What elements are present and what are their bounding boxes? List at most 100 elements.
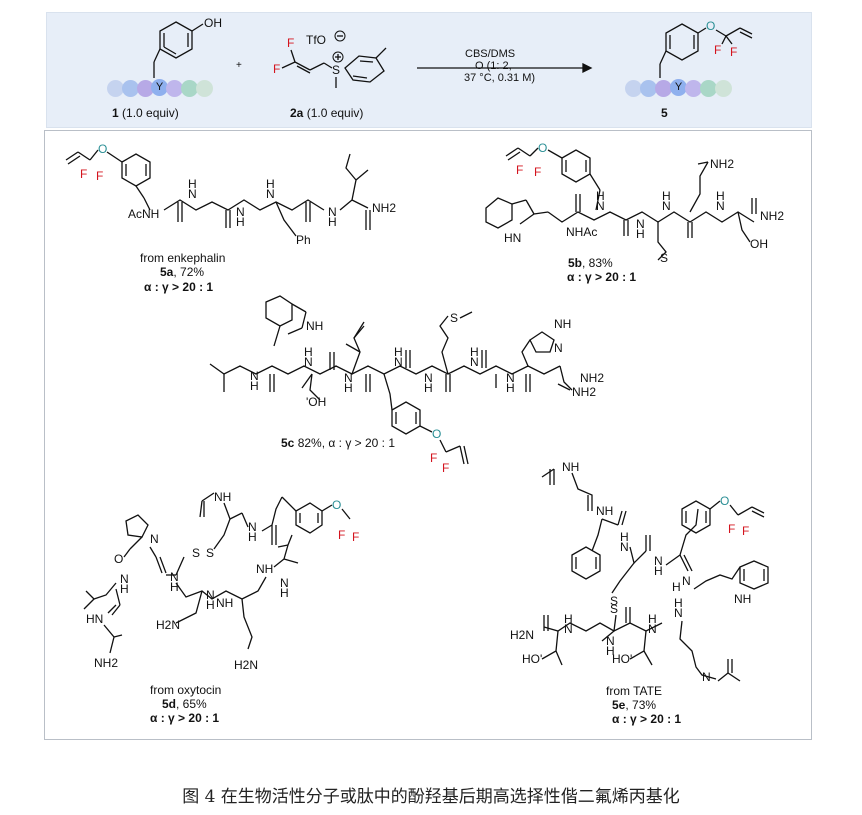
reactant-1-structure: OH xyxy=(153,16,222,78)
svg-text:H: H xyxy=(716,189,725,203)
compound-5a-source: from enkephalin xyxy=(140,251,226,265)
plus-sign: + xyxy=(236,60,242,71)
svg-text:H2N: H2N xyxy=(510,628,534,642)
svg-text:N: N xyxy=(648,622,657,636)
svg-text:O: O xyxy=(538,141,547,155)
svg-text:H: H xyxy=(188,177,197,191)
svg-text:N: N xyxy=(170,570,179,584)
svg-text:H: H xyxy=(248,530,257,544)
svg-text:HO': HO' xyxy=(612,652,632,666)
svg-text:H: H xyxy=(636,227,645,241)
svg-text:O: O xyxy=(114,552,123,566)
svg-text:H: H xyxy=(120,582,129,596)
svg-text:N: N xyxy=(266,187,275,201)
svg-text:F: F xyxy=(80,167,87,181)
svg-text:F: F xyxy=(273,62,280,76)
svg-text:F: F xyxy=(287,36,294,50)
svg-text:H: H xyxy=(170,580,179,594)
svg-text:N: N xyxy=(248,520,257,534)
svg-text:N: N xyxy=(636,217,645,231)
svg-text:NHAc: NHAc xyxy=(566,225,597,239)
svg-text:N: N xyxy=(424,371,433,385)
substrate-scope-panel xyxy=(44,130,812,740)
compound-5a-selectivity: α : γ > 20 : 1 xyxy=(144,280,214,294)
svg-text:S: S xyxy=(206,546,214,560)
svg-text:S: S xyxy=(450,311,458,325)
compound-5d-yield: 5d, 65% xyxy=(162,697,207,711)
svg-text:N: N xyxy=(236,205,245,219)
svg-text:N: N xyxy=(554,341,563,355)
reaction-scheme-panel xyxy=(46,12,812,128)
svg-text:N: N xyxy=(702,670,711,684)
conditions-line-1: CBS/DMS xyxy=(465,48,516,60)
svg-text:NH2: NH2 xyxy=(760,209,784,223)
compound-5e-yield: 5e, 73% xyxy=(612,698,657,712)
svg-text:F: F xyxy=(534,165,541,179)
svg-text:H: H xyxy=(470,345,479,359)
svg-text:AcNH: AcNH xyxy=(128,207,159,221)
svg-text:NH2: NH2 xyxy=(580,371,604,385)
svg-text:N: N xyxy=(120,572,129,586)
svg-text:NH2: NH2 xyxy=(710,157,734,171)
svg-text:H2N: H2N xyxy=(234,658,258,672)
svg-text:H: H xyxy=(236,215,245,229)
svg-text:N: N xyxy=(394,355,403,369)
svg-text:N: N xyxy=(280,576,289,590)
compound-5b-selectivity: α : γ > 20 : 1 xyxy=(567,270,637,284)
svg-text:NH: NH xyxy=(306,319,323,333)
reaction-arrow xyxy=(417,62,593,74)
svg-text:H: H xyxy=(266,177,275,191)
svg-text:N: N xyxy=(188,187,197,201)
svg-text:O: O xyxy=(98,142,107,156)
peptide-bead xyxy=(196,80,213,97)
svg-text:N: N xyxy=(344,371,353,385)
reactant-2-structure: TfO F F S xyxy=(273,30,387,88)
reactant-2-label: 2a (1.0 equiv) xyxy=(290,106,364,120)
svg-text:F: F xyxy=(714,43,721,57)
peptide-bead xyxy=(107,80,124,97)
svg-text:N: N xyxy=(662,199,671,213)
peptide-bead-y: Y xyxy=(151,79,168,96)
svg-text:N: N xyxy=(596,199,605,213)
peptide-bead xyxy=(166,80,183,97)
svg-text:H: H xyxy=(328,215,337,229)
svg-text:H: H xyxy=(648,612,657,626)
svg-text:F: F xyxy=(338,528,345,542)
peptide-bead xyxy=(640,80,657,97)
svg-text:TfO: TfO xyxy=(306,33,326,47)
conditions-line-2: O (1: 2, xyxy=(475,60,512,72)
compound-5d-source: from oxytocin xyxy=(150,683,222,697)
svg-text:N: N xyxy=(606,634,615,648)
svg-text:F: F xyxy=(516,163,523,177)
svg-text:N: N xyxy=(328,205,337,219)
compound-5a-structure: O F F AcNH NH NH NH NH Ph NH2 xyxy=(65,142,396,247)
figure-caption: 图 4 在生物活性分子或肽中的酚羟基后期高选择性偕二氟烯丙基化 xyxy=(182,787,680,807)
svg-text:H: H xyxy=(620,530,629,544)
svg-text:S: S xyxy=(660,251,668,265)
svg-text:NH: NH xyxy=(596,504,613,518)
svg-text:HO': HO' xyxy=(522,652,542,666)
peptide-bead xyxy=(685,80,702,97)
svg-text:O: O xyxy=(720,494,729,508)
svg-text:H: H xyxy=(280,586,289,600)
svg-text:N: N xyxy=(716,199,725,213)
svg-text:NH: NH xyxy=(216,596,233,610)
svg-text:F: F xyxy=(352,530,359,544)
svg-text:O: O xyxy=(432,427,441,441)
svg-text:F: F xyxy=(430,451,437,465)
svg-text:NH: NH xyxy=(554,317,571,331)
compound-5e-source: from TATE xyxy=(606,684,663,698)
peptide-bead xyxy=(715,80,732,97)
svg-text:N: N xyxy=(654,554,663,568)
svg-text:H: H xyxy=(344,381,353,395)
product-5-label: 5 xyxy=(661,106,668,120)
svg-text:N: N xyxy=(620,540,629,554)
svg-text:F: F xyxy=(730,45,737,59)
svg-text:'OH: 'OH xyxy=(306,395,326,409)
svg-text:N: N xyxy=(206,588,215,602)
peptide-bead xyxy=(700,80,717,97)
svg-text:N: N xyxy=(304,355,313,369)
svg-text:F: F xyxy=(442,461,449,475)
svg-text:H: H xyxy=(394,345,403,359)
svg-text:N: N xyxy=(470,355,479,369)
